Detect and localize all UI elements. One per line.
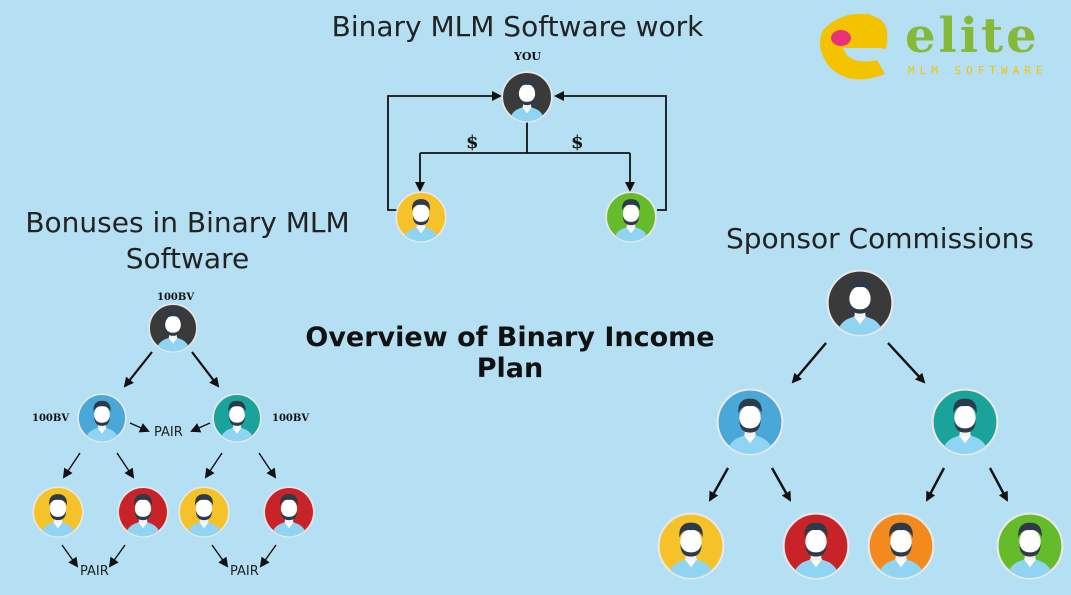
- pair-label-top: PAIR: [154, 425, 183, 440]
- person-icon: [826, 269, 894, 337]
- logo-subtitle: MLM SOFTWARE: [908, 64, 1048, 77]
- person-icon: [117, 486, 169, 538]
- dollar-left: $: [466, 132, 479, 153]
- avatar-bonus-lr: [117, 486, 169, 538]
- person-icon: [178, 486, 230, 538]
- person-icon: [395, 191, 447, 243]
- avatar-sponsor-rl: [867, 512, 935, 580]
- avatar-sponsor-root: [826, 269, 894, 337]
- person-icon: [867, 512, 935, 580]
- avatar-sponsor-lr: [782, 512, 850, 580]
- person-icon: [657, 512, 725, 580]
- you-label: YOU: [514, 50, 542, 63]
- root-bv-label: 100BV: [157, 292, 195, 303]
- avatar-top-left: [395, 191, 447, 243]
- person-icon: [996, 512, 1064, 580]
- avatar-you: [501, 71, 553, 123]
- person-icon: [32, 486, 84, 538]
- pair-label-bottom-left: PAIR: [80, 564, 109, 579]
- person-icon: [716, 388, 784, 456]
- title-overview: Overview of Binary Income Plan: [305, 322, 715, 384]
- avatar-bonus-rr: [263, 486, 315, 538]
- person-icon: [148, 303, 198, 353]
- dollar-right: $: [571, 132, 584, 153]
- avatar-bonus-right: [212, 393, 262, 443]
- avatar-bonus-rl: [178, 486, 230, 538]
- person-icon: [931, 388, 999, 456]
- avatar-sponsor-rr: [996, 512, 1064, 580]
- logo-word: elite: [905, 8, 1040, 64]
- right-bv-label: 100BV: [272, 413, 310, 424]
- avatar-sponsor-left: [716, 388, 784, 456]
- avatar-top-right: [605, 191, 657, 243]
- person-icon: [212, 393, 262, 443]
- avatar-sponsor-ll: [657, 512, 725, 580]
- person-icon: [77, 393, 127, 443]
- person-icon: [501, 71, 553, 123]
- avatar-bonus-ll: [32, 486, 84, 538]
- person-icon: [605, 191, 657, 243]
- avatar-bonus-root: [148, 303, 198, 353]
- title-binary-work: Binary MLM Software work: [331, 10, 704, 43]
- person-icon: [782, 512, 850, 580]
- logo-e-icon: [820, 13, 888, 80]
- left-bv-label: 100BV: [32, 413, 70, 424]
- pair-label-bottom-right: PAIR: [230, 564, 259, 579]
- elite-logo: elite MLM SOFTWARE: [815, 8, 1060, 80]
- avatar-sponsor-right: [931, 388, 999, 456]
- person-icon: [263, 486, 315, 538]
- avatar-bonus-left: [77, 393, 127, 443]
- title-sponsor-commissions: Sponsor Commissions: [726, 222, 1034, 255]
- title-bonuses: Bonuses in Binary MLM Software: [25, 206, 350, 276]
